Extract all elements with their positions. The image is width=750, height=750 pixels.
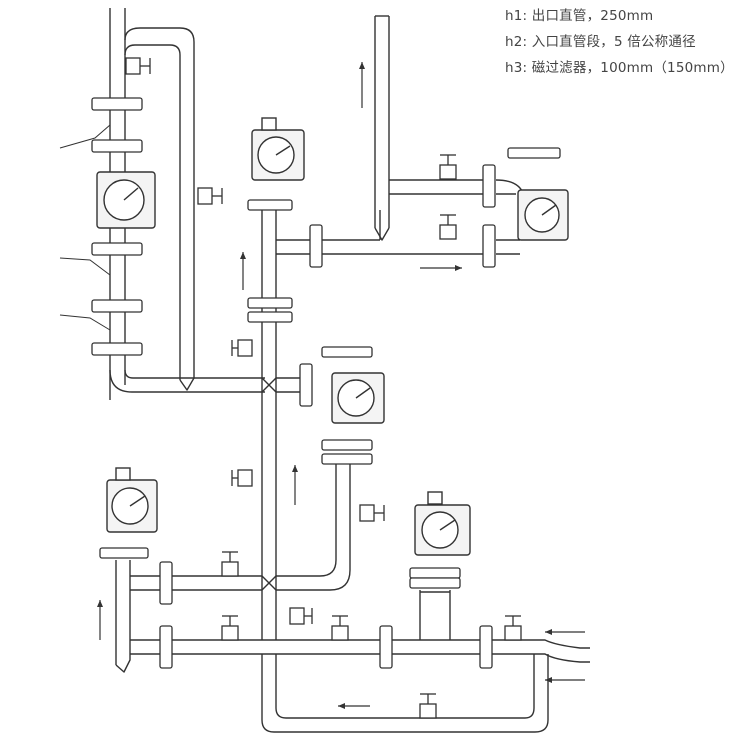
valve-6: [439, 154, 457, 180]
flange-1: [91, 97, 143, 111]
valve-13: [289, 607, 313, 625]
flange-6: [247, 297, 293, 309]
bypass-loop-outer: [261, 654, 549, 733]
middle-drop-elbow-outer: [276, 569, 351, 591]
valve-1: [125, 57, 151, 75]
inlet-reducer-bottom: [530, 653, 590, 663]
valve-5: [359, 504, 385, 522]
top-bend-outer: [124, 27, 195, 378]
valve-2: [197, 187, 223, 205]
top-bend-inner: [124, 44, 181, 380]
tee-cross-2: [261, 377, 277, 393]
upper-horizontal-stub: [389, 179, 410, 195]
valve-group: [125, 57, 522, 719]
flange-8: [247, 199, 293, 211]
valve-3: [231, 339, 253, 357]
flow-arrow-group: [97, 62, 585, 709]
legend: h1: 出口直管，250mm h2: 入口直管段，5 倍公称通径 h3: 磁过滤…: [505, 6, 745, 84]
flowmeter-lower-left: [106, 467, 158, 533]
legend-h3: h3: 磁过滤器，100mm（150mm）: [505, 60, 734, 76]
flange-11: [482, 164, 496, 208]
flange-10: [482, 224, 496, 268]
flowmeter-center: [331, 372, 385, 424]
flange-20: [379, 625, 393, 669]
valve-9: [221, 615, 239, 641]
flange-13: [299, 363, 313, 407]
flange-group: [91, 97, 561, 669]
valve-4: [231, 469, 253, 487]
flange-4: [91, 299, 143, 313]
flange-17: [99, 547, 149, 559]
left-elbow-inner: [124, 369, 265, 379]
valve-10: [331, 615, 349, 641]
flowmeter-left: [96, 171, 156, 229]
bypass-loop-inner: [275, 654, 535, 719]
flange-16: [321, 346, 373, 358]
flowmeter-group: [96, 117, 569, 556]
leader-line-h1: [59, 124, 111, 149]
flange-2: [91, 139, 143, 153]
flange-23: [409, 577, 461, 589]
leader-line-group: [59, 124, 111, 331]
left-elbow-outer: [109, 369, 265, 393]
leader-line-h3: [59, 314, 111, 331]
middle-drop-elbow-inner: [276, 559, 337, 577]
flowmeter-top-right: [517, 189, 569, 241]
flowmeter-top-middle: [251, 117, 305, 181]
flange-3: [91, 242, 143, 256]
top-right-pipe-taper: [374, 227, 390, 241]
valve-11: [504, 615, 522, 641]
flange-22: [409, 567, 461, 579]
flange-21: [479, 625, 493, 669]
flange-9: [309, 224, 323, 268]
tapered-end: [179, 377, 195, 391]
inlet-reducer-top: [530, 639, 590, 649]
valve-7: [439, 214, 457, 240]
valve-8: [221, 551, 239, 577]
legend-h2: h2: 入口直管段，5 倍公称通径: [505, 34, 696, 50]
flange-5: [91, 342, 143, 356]
pipe-network: [109, 8, 590, 733]
valve-12: [419, 693, 437, 719]
flange-19: [159, 625, 173, 669]
flowmeter-lower-right: [414, 491, 471, 556]
legend-h1: h1: 出口直管，250mm: [505, 8, 654, 24]
flange-18: [159, 561, 173, 605]
flange-14: [321, 439, 373, 451]
flange-15: [321, 453, 373, 465]
lower-left-drain: [115, 640, 131, 673]
leader-line-h2: [59, 257, 111, 276]
lower-tee-cross-2: [261, 575, 277, 591]
flange-7: [247, 311, 293, 323]
flange-12: [507, 147, 561, 159]
